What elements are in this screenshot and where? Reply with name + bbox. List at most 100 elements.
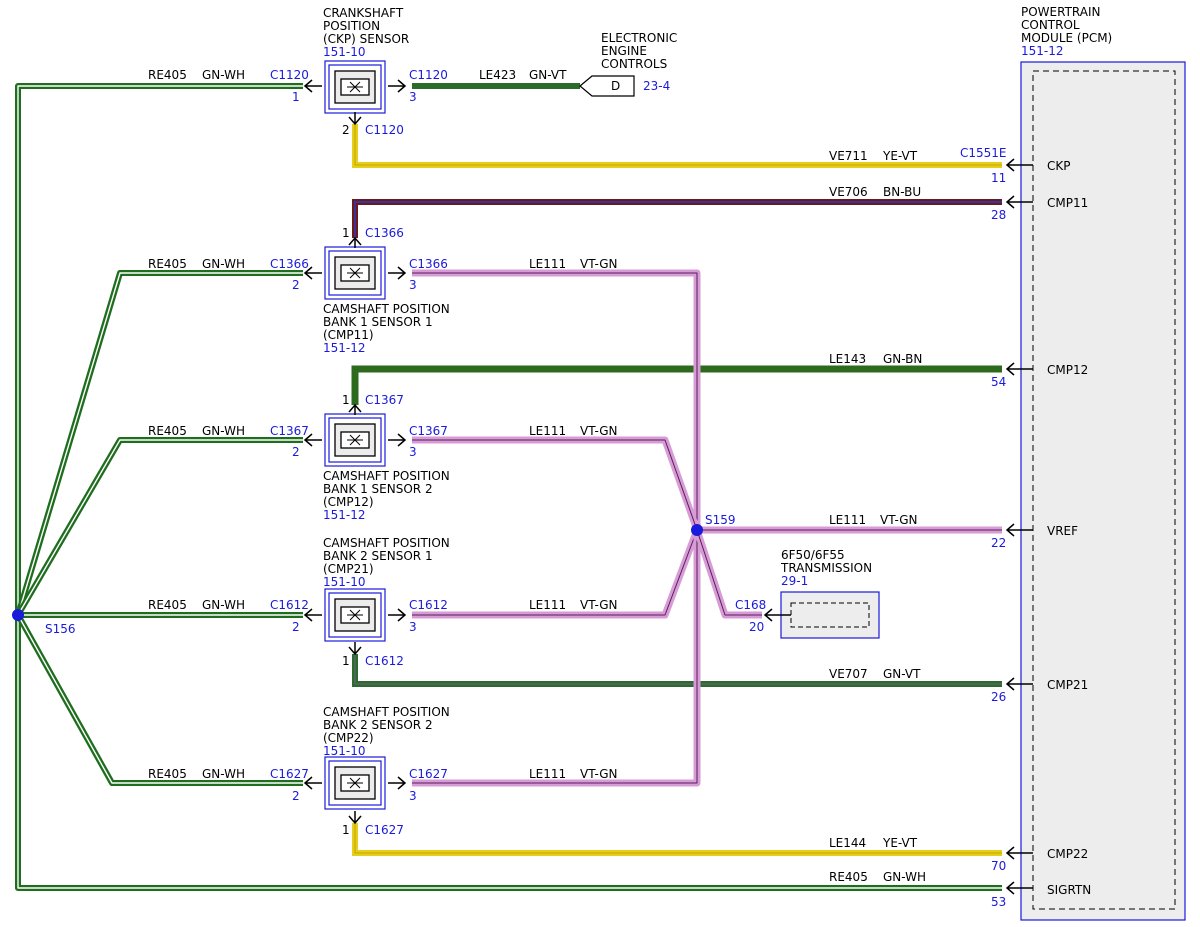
connector-arrow-icon xyxy=(348,403,362,415)
splice-s159[interactable]: S159 xyxy=(691,513,736,536)
splice-s156[interactable]: S156 xyxy=(12,609,76,636)
svg-text:2: 2 xyxy=(292,278,300,292)
connector-arrow-icon xyxy=(303,776,322,790)
svg-text:CKP: CKP xyxy=(1047,159,1070,173)
pcm-module[interactable]: POWERTRAIN CONTROL MODULE (PCM) 151-12 C… xyxy=(960,5,1186,921)
wire-ve707 xyxy=(352,654,1002,687)
svg-text:26: 26 xyxy=(991,690,1006,704)
svg-text:C1627: C1627 xyxy=(270,767,309,781)
svg-text:3: 3 xyxy=(409,90,417,104)
cmp11-sensor[interactable]: 1 C1366 C1366 2 C1366 3 CAMSHAFT POSITIO… xyxy=(270,226,450,355)
svg-text:VT-GN: VT-GN xyxy=(880,513,917,527)
svg-text:2: 2 xyxy=(292,445,300,459)
svg-text:53: 53 xyxy=(991,895,1006,909)
connector-arrow-icon xyxy=(303,266,322,280)
cmp21-sensor[interactable]: CAMSHAFT POSITION BANK 2 SENSOR 1 (CMP21… xyxy=(270,536,450,668)
svg-text:3: 3 xyxy=(409,445,417,459)
svg-text:1: 1 xyxy=(342,226,350,240)
svg-text:C1366: C1366 xyxy=(409,257,448,271)
svg-text:BANK 1 SENSOR 2: BANK 1 SENSOR 2 xyxy=(323,482,433,496)
svg-text:C1627: C1627 xyxy=(409,767,448,781)
pcm-pin-ckp: 11 CKP xyxy=(991,158,1070,185)
svg-text:GN-WH: GN-WH xyxy=(202,767,245,781)
wire-ve711 xyxy=(352,124,1002,168)
connector-arrow-icon xyxy=(388,608,407,622)
pcm-pin-sigrtn: 53 SIGRTN xyxy=(991,881,1091,909)
svg-text:BN-BU: BN-BU xyxy=(883,185,921,199)
svg-text:2: 2 xyxy=(292,620,300,634)
connector-arrow-icon xyxy=(763,608,791,622)
svg-text:GN-WH: GN-WH xyxy=(883,870,926,884)
svg-text:S159: S159 xyxy=(705,513,736,527)
sensor-symbol-icon xyxy=(324,60,386,114)
wire-ve706 xyxy=(352,199,1002,238)
page-reference-tag-icon xyxy=(579,75,635,97)
connector-arrow-icon xyxy=(348,642,362,656)
svg-text:GN-VT: GN-VT xyxy=(529,68,567,82)
svg-text:C1366: C1366 xyxy=(270,257,309,271)
svg-text:RE405: RE405 xyxy=(148,257,187,271)
connector-arrow-icon xyxy=(348,112,362,126)
pcm-pin-cmp22: 70 CMP22 xyxy=(991,846,1088,873)
pcm-pin-cmp12: 54 CMP12 xyxy=(991,362,1088,389)
wire-re405 xyxy=(15,83,1002,891)
svg-text:LE111: LE111 xyxy=(529,598,566,612)
svg-text:LE111: LE111 xyxy=(829,513,866,527)
svg-text:23-4: 23-4 xyxy=(643,79,670,93)
svg-text:2: 2 xyxy=(342,123,350,137)
transmission-module[interactable]: 6F50/6F55 TRANSMISSION 29-1 C168 20 xyxy=(735,548,880,639)
connector-arrow-icon xyxy=(303,433,322,447)
svg-text:RE405: RE405 xyxy=(148,598,187,612)
svg-text:3: 3 xyxy=(409,789,417,803)
svg-text:C1627: C1627 xyxy=(365,823,404,837)
svg-text:C1367: C1367 xyxy=(409,424,448,438)
ckp-sensor[interactable]: CRANKSHAFT POSITION (CKP) SENSOR 151-10 … xyxy=(270,6,448,137)
svg-text:RE405: RE405 xyxy=(148,767,187,781)
svg-text:CRANKSHAFT: CRANKSHAFT xyxy=(323,6,404,20)
svg-text:1: 1 xyxy=(342,393,350,407)
connector-arrow-icon xyxy=(348,236,362,248)
svg-text:151-12: 151-12 xyxy=(323,508,366,522)
svg-text:GN-BN: GN-BN xyxy=(883,352,922,366)
svg-text:C1366: C1366 xyxy=(365,226,404,240)
svg-text:C168: C168 xyxy=(735,598,766,612)
svg-text:CMP11: CMP11 xyxy=(1047,196,1088,210)
svg-text:CAMSHAFT POSITION: CAMSHAFT POSITION xyxy=(323,705,450,719)
wire-label-le423: LE423 GN-VT xyxy=(479,68,567,82)
svg-text:LE143: LE143 xyxy=(829,352,866,366)
svg-text:POSITION: POSITION xyxy=(323,19,380,33)
connector-arrow-icon xyxy=(388,776,407,790)
svg-text:CAMSHAFT POSITION: CAMSHAFT POSITION xyxy=(323,469,450,483)
wire-layer xyxy=(15,83,1002,891)
svg-text:(CMP12): (CMP12) xyxy=(323,495,374,509)
svg-text:54: 54 xyxy=(991,375,1006,389)
svg-text:2: 2 xyxy=(292,789,300,803)
svg-text:CMP22: CMP22 xyxy=(1047,847,1088,861)
cmp12-sensor[interactable]: 1 C1367 C1367 2 C1367 3 CAMSHAFT POSITIO… xyxy=(270,393,450,522)
svg-text:3: 3 xyxy=(409,278,417,292)
svg-text:151-12: 151-12 xyxy=(323,341,366,355)
sensor-symbol-icon xyxy=(324,756,386,810)
cmp22-sensor[interactable]: CAMSHAFT POSITION BANK 2 SENSOR 2 (CMP22… xyxy=(270,705,450,837)
svg-text:LE423: LE423 xyxy=(479,68,516,82)
wire-le111 xyxy=(412,269,1002,787)
svg-text:151-12: 151-12 xyxy=(1021,44,1064,58)
svg-text:BANK 2 SENSOR 2: BANK 2 SENSOR 2 xyxy=(323,718,433,732)
svg-text:ENGINE: ENGINE xyxy=(601,44,647,58)
svg-text:C1120: C1120 xyxy=(270,68,309,82)
svg-text:70: 70 xyxy=(991,859,1006,873)
svg-text:CAMSHAFT POSITION: CAMSHAFT POSITION xyxy=(323,302,450,316)
svg-text:LE111: LE111 xyxy=(529,767,566,781)
electronic-engine-controls[interactable]: ELECTRONIC ENGINE CONTROLS D 23-4 xyxy=(579,31,677,97)
svg-text:(CMP21): (CMP21) xyxy=(323,562,374,576)
svg-text:RE405: RE405 xyxy=(148,68,187,82)
svg-text:SIGRTN: SIGRTN xyxy=(1047,883,1091,897)
svg-text:VE711: VE711 xyxy=(829,149,868,163)
svg-text:(CKP) SENSOR: (CKP) SENSOR xyxy=(323,32,409,46)
svg-text:ELECTRONIC: ELECTRONIC xyxy=(601,31,677,45)
